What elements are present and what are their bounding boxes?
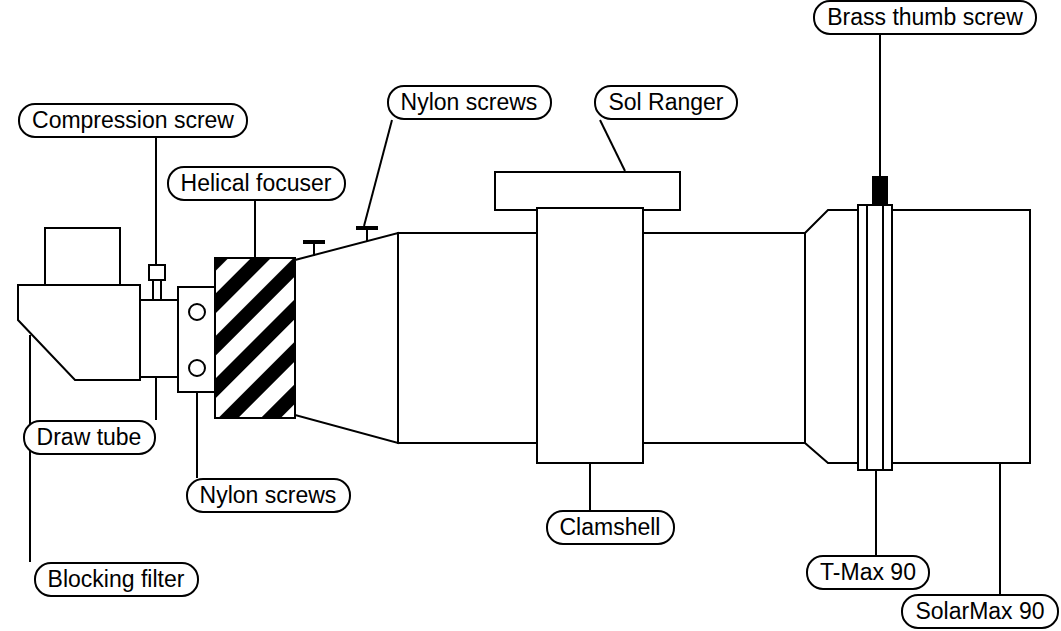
label-text: Nylon screws bbox=[200, 484, 337, 507]
label-text: Helical focuser bbox=[181, 172, 332, 195]
leader-line bbox=[364, 120, 392, 226]
callout-label: Sol Ranger bbox=[594, 85, 738, 120]
label-text: Compression screw bbox=[32, 109, 234, 132]
nylon-screw-head bbox=[189, 304, 205, 320]
leader-line bbox=[879, 35, 881, 176]
leader-line bbox=[196, 392, 198, 478]
label-text: Clamshell bbox=[560, 516, 661, 539]
leader-line bbox=[999, 463, 1001, 598]
leader-line bbox=[875, 470, 877, 555]
blocking-filter bbox=[18, 285, 140, 380]
callout-label: Helical focuser bbox=[167, 166, 346, 201]
nylon-screw bbox=[356, 226, 378, 230]
t-max-line bbox=[882, 205, 884, 470]
solarmax-filter bbox=[892, 210, 1030, 463]
callout-label: Nylon screws bbox=[186, 478, 351, 513]
compression-screw-knob bbox=[149, 265, 165, 280]
nylon-screw bbox=[313, 243, 315, 256]
callout-label: Clamshell bbox=[546, 510, 675, 545]
callout-label: T-Max 90 bbox=[806, 555, 930, 590]
nylon-screw bbox=[303, 240, 325, 244]
leader-line bbox=[589, 463, 591, 510]
nylon-screw-head bbox=[189, 360, 205, 376]
compression-screw-stem bbox=[153, 280, 161, 300]
label-text: Nylon screws bbox=[401, 91, 538, 114]
leader-line bbox=[254, 199, 256, 258]
label-text: Blocking filter bbox=[48, 568, 185, 591]
label-text: Brass thumb screw bbox=[827, 6, 1023, 29]
draw-tube bbox=[140, 300, 178, 377]
callout-label: Compression screw bbox=[18, 103, 248, 138]
callout-label: Draw tube bbox=[23, 420, 156, 455]
sol-ranger bbox=[495, 172, 680, 210]
t-max-line bbox=[866, 205, 868, 470]
t-max-plate bbox=[858, 205, 892, 470]
blocking-filter-cap bbox=[45, 228, 120, 285]
label-text: SolarMax 90 bbox=[915, 600, 1044, 623]
callout-label: Brass thumb screw bbox=[813, 0, 1037, 35]
label-text: Draw tube bbox=[37, 426, 142, 449]
cone-adapter bbox=[295, 233, 398, 443]
clamshell bbox=[537, 208, 643, 463]
helical-focuser bbox=[215, 258, 295, 418]
collar bbox=[178, 287, 215, 392]
nylon-screw bbox=[366, 229, 368, 241]
brass-thumb-screw bbox=[873, 177, 887, 205]
label-text: T-Max 90 bbox=[820, 561, 916, 584]
leader-line bbox=[600, 120, 625, 171]
leader-line bbox=[155, 138, 157, 264]
tube-transition bbox=[805, 210, 860, 463]
callout-label: Nylon screws bbox=[387, 85, 552, 120]
leader-line bbox=[155, 377, 157, 420]
label-text: Sol Ranger bbox=[608, 91, 723, 114]
callout-label: SolarMax 90 bbox=[901, 594, 1059, 629]
callout-label: Blocking filter bbox=[34, 562, 199, 597]
